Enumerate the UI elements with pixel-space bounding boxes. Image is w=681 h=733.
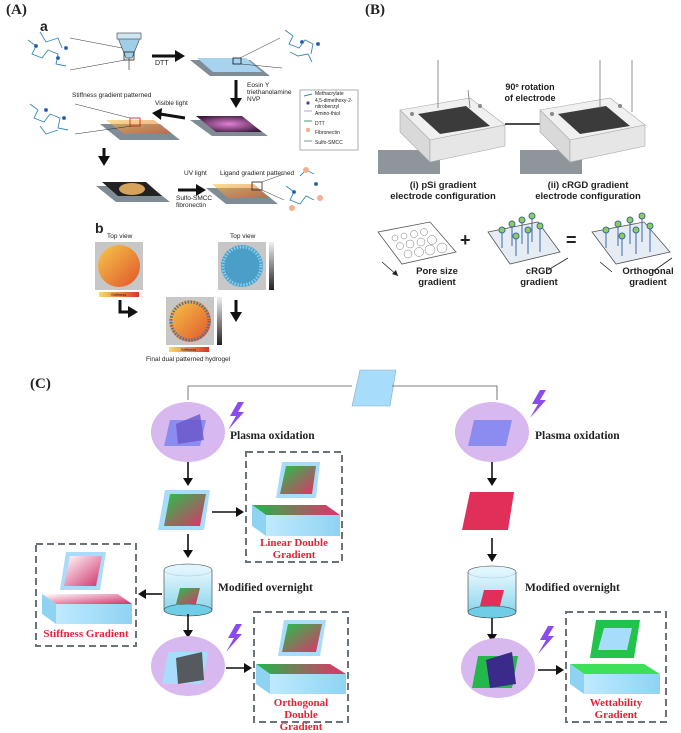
config-i-label: (i) pSi gradient electrode configuration	[390, 180, 496, 202]
plasma-right-label: Plasma oxidation	[535, 430, 620, 442]
lightning-icon	[228, 402, 244, 430]
hydrogel-plate-2	[190, 116, 268, 136]
beaker-left	[163, 563, 213, 617]
gradient-film-left	[158, 490, 210, 530]
lightning-icon	[538, 626, 554, 654]
config-ii-label: (ii) cRGD gradient electrode configurati…	[535, 180, 641, 202]
electrode-device-2	[520, 60, 646, 174]
hydrogel-plate-4	[96, 182, 170, 202]
top-view-2-label: Top view	[230, 233, 256, 240]
crgd-label: cRGD gradient	[520, 266, 558, 288]
sulfo-label: Sulfo-SMCC fibronectin	[176, 195, 213, 209]
dtt-label: DTT	[155, 60, 169, 67]
polymer-network-icon	[284, 29, 321, 63]
stiffness-bar-1-label: Stiffness	[111, 292, 127, 297]
linear-double-gradient-label: Linear Double Gradient	[260, 537, 328, 561]
ligand-pattern-label: Ligand gradient patterned	[220, 170, 295, 177]
lightning-icon	[530, 390, 546, 418]
legend-item: Sulfo-SMCC	[315, 140, 343, 146]
pore-size-label: Pore size gradient	[416, 266, 458, 288]
legend-box	[299, 89, 359, 151]
modified-right-label: Modified overnight	[525, 582, 620, 594]
eosin-label: Eosin Y triethanolamine NVP	[247, 82, 292, 103]
polymer-network-icon	[27, 31, 69, 67]
legend-icons	[303, 93, 313, 142]
legend-list: Methacrylate 4,5-dimethoxy-2-nitrobenzyl…	[315, 91, 359, 147]
legend-item: Methacrylate	[315, 91, 344, 97]
plus-sign: +	[460, 230, 471, 250]
plasma-left-label: Plasma oxidation	[230, 430, 315, 442]
sub-b-label: b	[95, 220, 104, 236]
stiffness-gradient-box	[35, 543, 137, 647]
orthogonal-double-gradient-label: Orthogonal Double Gradient	[273, 697, 329, 733]
orthogonal-label: Orthogonal gradient	[622, 266, 674, 288]
syringe-icon	[116, 32, 142, 70]
stiffness-pattern-label: Stiffness gradient patterned	[72, 92, 152, 99]
final-label: Final dual patterned hydrogel	[146, 356, 231, 363]
uv-light-label: UV light	[184, 170, 207, 177]
legend-item: Fibronectin	[315, 130, 340, 136]
top-view-image-1	[95, 242, 143, 297]
beaker-right	[467, 565, 517, 619]
polymer-network-icon	[29, 103, 69, 135]
fibronectin-icon	[289, 167, 323, 211]
pore-size-gradient-image	[377, 221, 457, 277]
red-film-right	[462, 492, 514, 530]
lightning-icon	[226, 624, 242, 652]
orthogonal-gradient-image	[591, 212, 673, 273]
linear-gradient-box	[245, 451, 343, 563]
electrode-device-1	[378, 60, 506, 174]
final-hydrogel-image	[166, 297, 222, 352]
modified-left-label: Modified overnight	[218, 582, 313, 594]
crgd-gradient-image	[487, 212, 569, 271]
stiffness-bar-2-label: Stiffness	[181, 347, 197, 352]
legend-item: 4,5-dimethoxy-2-nitrobenzyl	[315, 98, 353, 110]
hydrogel-plate-1	[190, 57, 270, 76]
rotation-label: 90º rotation of electrode	[504, 82, 556, 103]
wettability-gradient-box	[565, 611, 667, 723]
legend-item: DTT	[315, 121, 325, 127]
visible-light-label: Visible light	[155, 100, 188, 107]
legend-item: Amino-thiol	[315, 111, 341, 117]
stiffness-gradient-label: Stiffness Gradient	[43, 628, 129, 640]
orthogonal-gradient-box	[253, 611, 349, 723]
top-view-image-2	[218, 242, 274, 290]
panel-c-label: (C)	[30, 376, 51, 392]
equals-sign: =	[566, 230, 577, 250]
glass-substrate	[351, 369, 397, 407]
hydrogel-plate-3	[100, 117, 180, 140]
panel-a-label: (A)	[6, 2, 27, 18]
hydrogel-plate-5	[206, 181, 278, 204]
panel-b-label: (B)	[365, 2, 385, 18]
sub-a-label: a	[40, 18, 48, 34]
wettability-gradient-label: Wettability Gradient	[589, 697, 643, 721]
top-view-1-label: Top view	[107, 233, 133, 240]
